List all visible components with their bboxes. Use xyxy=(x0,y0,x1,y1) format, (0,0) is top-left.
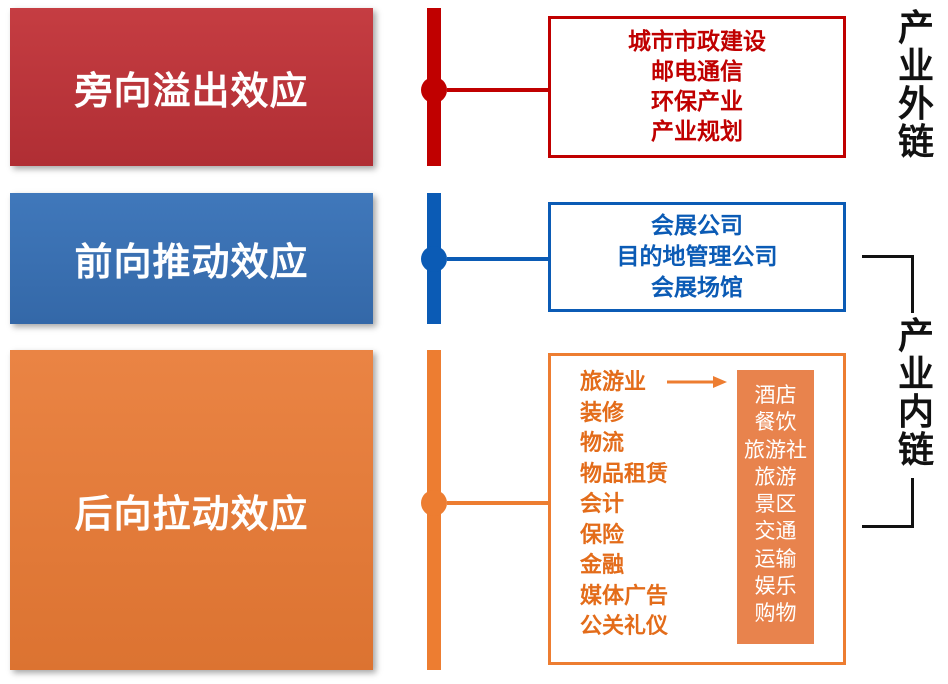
bracket-upper xyxy=(911,255,914,313)
list-item: 旅游业 xyxy=(580,370,647,395)
connector-dot-orange xyxy=(421,490,447,516)
sub-item: 购物 xyxy=(754,601,797,626)
side-char: 内 xyxy=(897,392,934,433)
list-item: 媒体广告 xyxy=(580,583,669,609)
bracket-lower xyxy=(911,478,914,528)
effect-label: 旁向溢出效应 xyxy=(74,68,309,113)
list-item: 会计 xyxy=(580,492,625,517)
side-label-outer-chain: 产 业 外 链 xyxy=(896,10,936,162)
connector-line-orange xyxy=(447,501,548,505)
detail-item: 环保产业 xyxy=(651,89,743,115)
detail-item: 邮电通信 xyxy=(651,59,743,85)
bracket-bottom xyxy=(862,525,914,528)
list-item: 金融 xyxy=(580,553,625,578)
detail-item: 会展场馆 xyxy=(651,274,743,301)
list-item: 装修 xyxy=(580,400,625,426)
detail-box-forward: 会展公司 目的地管理公司 会展场馆 xyxy=(548,202,846,312)
sub-item: 旅游社 xyxy=(744,437,807,462)
connector-line-red xyxy=(447,88,548,92)
list-item: 公关礼仪 xyxy=(580,614,669,639)
detail-item: 目的地管理公司 xyxy=(616,243,778,270)
side-char: 链 xyxy=(897,122,934,163)
side-label-inner-chain: 产 业 内 链 xyxy=(896,318,936,470)
list-item: 保险 xyxy=(580,522,625,548)
detail-item: 会展公司 xyxy=(651,212,743,239)
connector-dot-red xyxy=(421,77,447,103)
side-char: 业 xyxy=(897,354,934,395)
side-char: 产 xyxy=(897,316,934,357)
side-char: 业 xyxy=(897,46,934,87)
effect-label: 后向拉动效应 xyxy=(74,491,309,536)
effect-box-lateral: 旁向溢出效应 xyxy=(10,8,373,166)
effect-label: 前向推动效应 xyxy=(74,240,309,284)
arrow-right-icon xyxy=(667,376,727,388)
sub-item: 景区 xyxy=(754,492,797,517)
side-char: 外 xyxy=(897,84,934,125)
sub-item: 旅游 xyxy=(754,464,797,489)
list-item: 物流 xyxy=(580,431,625,456)
sub-item: 运输 xyxy=(754,546,797,571)
side-char: 产 xyxy=(897,8,934,49)
connector-dot-blue xyxy=(421,246,447,272)
sub-item: 餐饮 xyxy=(754,410,797,435)
industry-list: 旅游业 装修 物流 物品租赁 会计 保险 金融 媒体广告 公关礼仪 xyxy=(580,368,668,643)
tourism-sub-box: 酒店 餐饮 旅游社 旅游 景区 交通 运输 娱乐 购物 xyxy=(737,370,814,644)
detail-item: 产业规划 xyxy=(651,119,743,145)
detail-item: 城市市政建设 xyxy=(628,29,766,55)
detail-box-lateral: 城市市政建设 邮电通信 环保产业 产业规划 xyxy=(548,16,846,158)
side-char: 链 xyxy=(897,430,934,471)
effect-box-backward: 后向拉动效应 xyxy=(10,350,373,670)
sub-item: 交通 xyxy=(754,519,797,544)
connector-line-blue xyxy=(447,257,548,261)
effect-box-forward: 前向推动效应 xyxy=(10,193,373,324)
sub-item: 娱乐 xyxy=(754,574,797,599)
sub-item: 酒店 xyxy=(754,383,797,407)
list-item: 物品租赁 xyxy=(580,461,669,487)
bracket-top xyxy=(862,255,914,258)
